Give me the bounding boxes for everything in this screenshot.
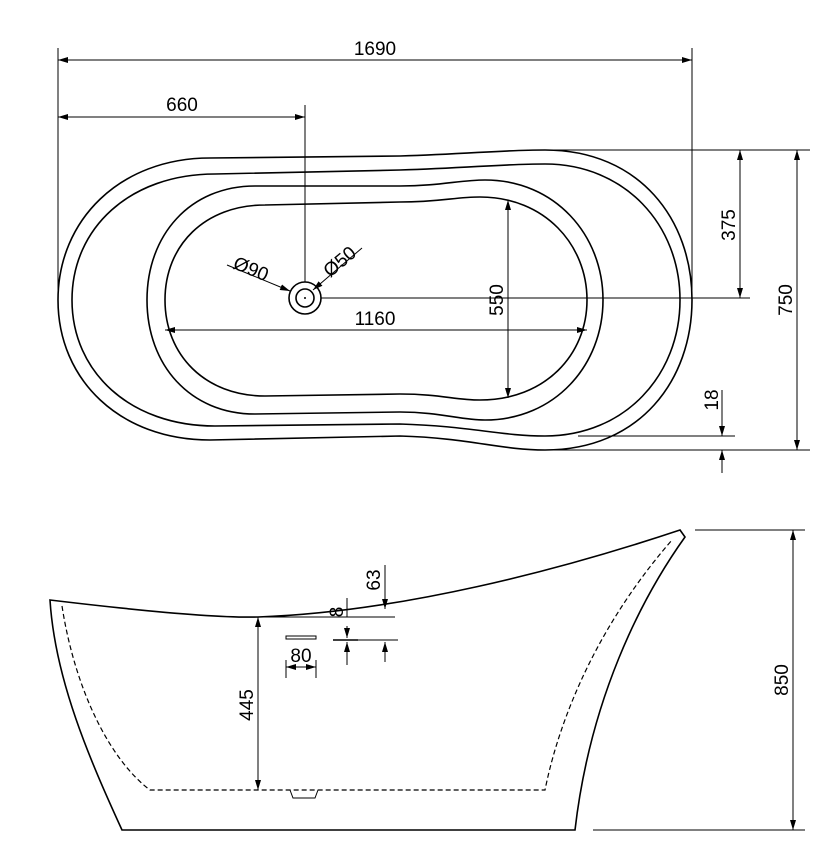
- outer-outline: [57, 149, 693, 451]
- dim-drain-offset: 660: [166, 95, 198, 116]
- dim-overflow-width: 80: [290, 646, 311, 667]
- top-view: 1690 660 Ø90 Ø50 1160 550 375 750 18: [57, 39, 810, 473]
- dim-width: 750: [776, 284, 797, 316]
- dim-overflow-height: 445: [237, 689, 258, 721]
- dim-rim-drop: 63: [364, 569, 385, 590]
- rim-outline: [71, 163, 681, 437]
- inner-profile-dashed: [61, 539, 673, 791]
- overflow-slot: [285, 635, 317, 640]
- dim-length: 1690: [354, 39, 396, 60]
- side-view: 850 445 80 8 63: [49, 529, 805, 831]
- dim-drain-inner: Ø50: [320, 243, 361, 282]
- inner-rim-outline: [146, 179, 604, 421]
- dim-height: 850: [772, 664, 793, 696]
- tub-profile: [49, 529, 686, 831]
- dim-drain-outer: Ø90: [230, 253, 271, 286]
- dim-rim: 18: [702, 389, 723, 410]
- dim-inner-length: 1160: [355, 309, 396, 330]
- dim-overflow-gap: 8: [327, 607, 348, 618]
- dim-half-width: 375: [719, 209, 740, 241]
- dim-inner-width: 550: [487, 284, 508, 316]
- drain-inner: [295, 288, 315, 308]
